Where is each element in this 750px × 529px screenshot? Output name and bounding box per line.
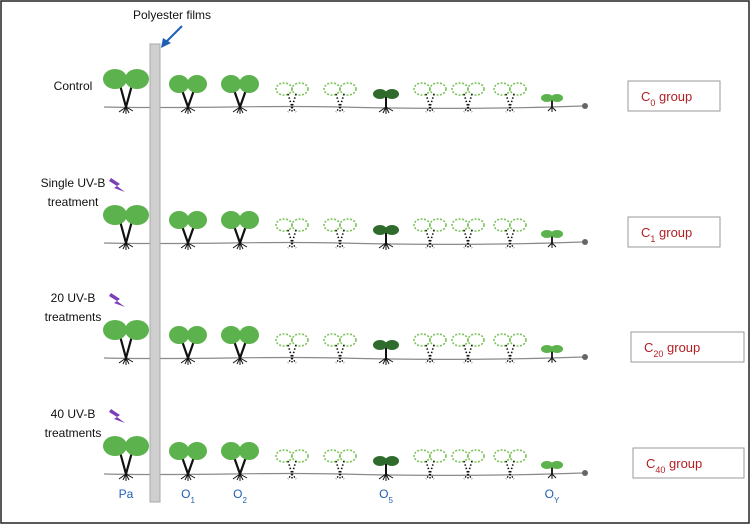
soil-line-end [582, 239, 588, 245]
generation-label: OY [545, 487, 560, 505]
group-label: C0 group [641, 89, 692, 108]
plant-outline [323, 449, 357, 480]
plant-outline [413, 449, 447, 480]
plant-outline [323, 333, 357, 364]
treatment-row: Single UV-B treatment C1 group [41, 176, 721, 250]
plant-outline [323, 218, 357, 249]
plant-filled [221, 211, 259, 250]
plant-outline [451, 333, 485, 364]
plant-outline [275, 333, 309, 364]
plant-parent [103, 320, 149, 365]
plant-filled [169, 442, 207, 481]
plant-dark [373, 89, 399, 114]
plant-outline [413, 218, 447, 249]
group-box: C40 group [632, 447, 745, 479]
plant-filled [169, 326, 207, 365]
group-label: C20 group [644, 340, 700, 359]
plant-outline [275, 218, 309, 249]
plant-outline [413, 333, 447, 364]
film-arrow-icon [161, 25, 183, 48]
generation-label: O2 [233, 487, 247, 505]
soil-line-end [582, 470, 588, 476]
plant-outline [451, 82, 485, 113]
group-box: C20 group [630, 331, 745, 363]
plant-parent [103, 436, 149, 481]
soil-line-end [582, 103, 588, 109]
plant-filled [169, 211, 207, 250]
soil-line-end [582, 354, 588, 360]
plant-small [541, 345, 563, 363]
row-label: treatments [45, 426, 102, 440]
axis-labels: Pa O1 O2 O5 OY [119, 487, 560, 505]
plant-small [541, 94, 563, 112]
row-label: treatments [45, 310, 102, 324]
plant-filled [169, 75, 207, 114]
plant-dark [373, 225, 399, 250]
row-label: Single UV-B [41, 176, 106, 190]
generation-label: O1 [181, 487, 195, 505]
plant-outline [323, 82, 357, 113]
plant-dark [373, 340, 399, 365]
plant-outline [413, 82, 447, 113]
polyester-film-bar [149, 43, 161, 503]
group-label: C40 group [646, 456, 702, 475]
plant-parent [103, 69, 149, 114]
row-label: Control [54, 79, 93, 93]
plant-outline [493, 449, 527, 480]
row-label: treatment [48, 195, 99, 209]
uvb-lightning-icon [109, 293, 125, 307]
group-box: C1 group [627, 216, 721, 248]
plant-small [541, 230, 563, 248]
plant-outline [451, 449, 485, 480]
plant-outline [275, 82, 309, 113]
generation-label: O5 [379, 487, 393, 505]
uvb-lightning-icon [109, 178, 125, 192]
polyester-films-label: Polyester films [133, 8, 211, 22]
plant-filled [221, 75, 259, 114]
plant-dark [373, 456, 399, 481]
plant-small [541, 461, 563, 479]
group-box: C0 group [627, 80, 721, 112]
generation-label: Pa [119, 487, 134, 501]
plant-outline [493, 82, 527, 113]
plant-parent [103, 205, 149, 250]
plant-outline [493, 218, 527, 249]
plant-outline [493, 333, 527, 364]
plant-outline [275, 449, 309, 480]
plant-filled [221, 326, 259, 365]
row-label: 40 UV-B [51, 407, 96, 421]
plant-outline [451, 218, 485, 249]
plant-filled [221, 442, 259, 481]
treatment-row: Control C0 group [54, 69, 721, 114]
row-label: 20 UV-B [51, 291, 96, 305]
uvb-lightning-icon [109, 409, 125, 423]
group-label: C1 group [641, 225, 692, 244]
